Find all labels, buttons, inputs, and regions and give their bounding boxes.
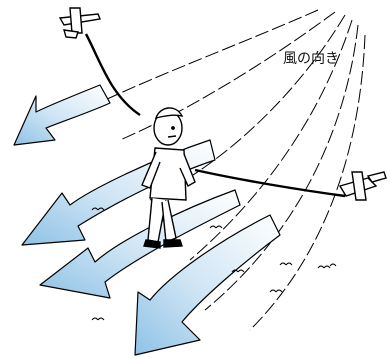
wind-arrow-1 <box>13 84 111 146</box>
wind-arrow-4 <box>134 214 281 356</box>
control-line-top <box>84 33 141 116</box>
wind-arrows <box>13 84 281 356</box>
grass-marks <box>91 207 337 321</box>
pilot-figure <box>141 107 196 249</box>
airplane-right-icon <box>338 171 387 201</box>
wind-arrow-3 <box>39 189 241 299</box>
control-line-right <box>194 168 346 198</box>
wind-direction-label: 風の向き <box>283 51 339 67</box>
airplane-top-icon <box>58 7 101 39</box>
